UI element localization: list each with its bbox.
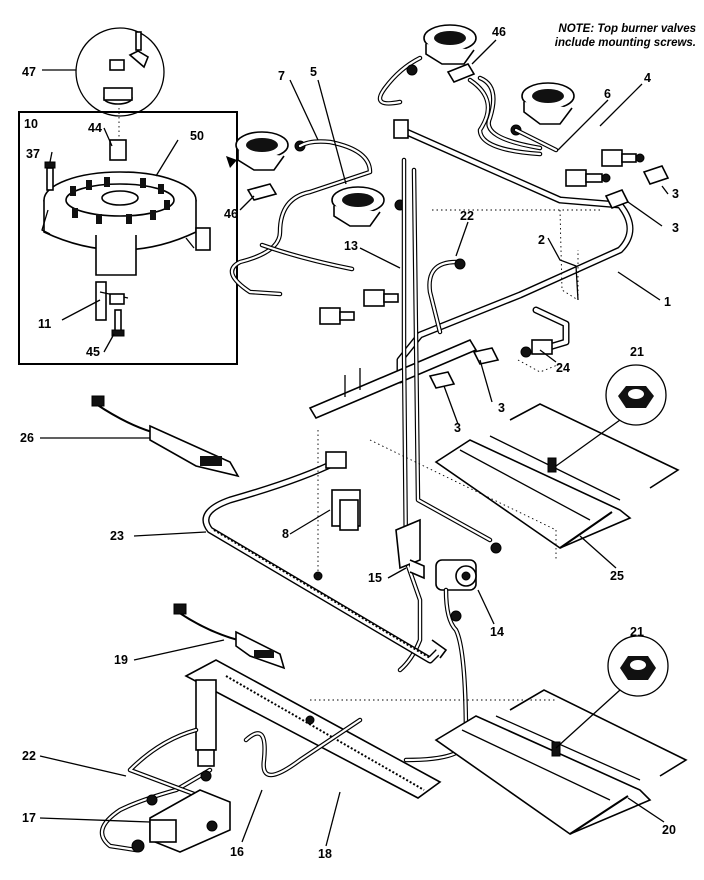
- callout-18: 18: [318, 847, 332, 861]
- top-burner-rear-right: [510, 82, 575, 136]
- callout-47: 47: [22, 65, 36, 79]
- manifold-pipe: [393, 119, 634, 384]
- callout-4: 4: [644, 71, 651, 85]
- callout-20: 20: [662, 823, 676, 837]
- igniter-26-part: [91, 395, 240, 478]
- note-line-2: include mounting screws.: [554, 37, 696, 49]
- screw-45-part: [111, 309, 125, 337]
- callout-2: 2: [538, 233, 545, 247]
- callout-1: 1: [664, 295, 671, 309]
- callout-24: 24: [556, 361, 570, 375]
- callout-8: 8: [282, 527, 289, 541]
- inset-detail: [18, 27, 238, 365]
- callout-45: 45: [86, 345, 100, 359]
- callout-25: 25: [610, 569, 624, 583]
- pipe-22-upper: [427, 258, 466, 335]
- callout-15: 15: [368, 571, 382, 585]
- burner-base-part: [41, 139, 211, 276]
- igniter-19-part: [173, 603, 286, 670]
- burner-brackets: [246, 63, 476, 201]
- top-burner-left: [235, 131, 306, 171]
- inset-frame: [18, 111, 238, 365]
- callout-3-a: 3: [672, 187, 679, 201]
- inset-circle-detail: [75, 27, 165, 117]
- callout-22-lower: 22: [22, 749, 36, 763]
- pipe-22-lower: [99, 727, 213, 853]
- callout-10: 10: [24, 117, 38, 131]
- callout-50: 50: [190, 129, 204, 143]
- burner-supply-tubes: [229, 75, 559, 297]
- callout-21-upper: 21: [630, 345, 644, 359]
- callout-26: 26: [20, 431, 34, 445]
- oven-valve-14: [403, 542, 502, 763]
- bracket-8-part: [331, 489, 361, 531]
- top-burner-rear-left: [377, 24, 477, 106]
- valve-b: [601, 149, 645, 167]
- pipe-16: [243, 717, 363, 778]
- valve-a: [565, 169, 611, 187]
- orifice-holder-part: [103, 31, 149, 105]
- broil-spud: [195, 679, 217, 767]
- callout-5: 5: [310, 65, 317, 79]
- screw-37-part: [44, 161, 56, 191]
- callouts: 47 10 44 50 37 11 45 7 5 46 46 6 4 3 3 3…: [20, 25, 679, 861]
- top-burner-center: [331, 186, 406, 227]
- callout-14: 14: [490, 625, 504, 639]
- nut-21-lower: [555, 635, 669, 749]
- callout-11: 11: [38, 317, 51, 331]
- callout-23: 23: [110, 529, 124, 543]
- callout-16: 16: [230, 845, 244, 859]
- callout-21-lower: 21: [630, 625, 644, 639]
- callout-46-top: 46: [492, 25, 506, 39]
- valve-c: [363, 289, 399, 307]
- callout-46-left: 46: [224, 207, 238, 221]
- nut-21-upper: [555, 364, 667, 467]
- callout-6: 6: [604, 87, 611, 101]
- note-text: NOTE: Top burner valves include mounting…: [512, 22, 696, 50]
- callout-7: 7: [278, 69, 285, 83]
- callout-37: 37: [26, 147, 40, 161]
- callout-22-upper: 22: [460, 209, 474, 223]
- heat-shield-25: [434, 403, 680, 549]
- callout-13: 13: [344, 239, 358, 253]
- valves: [319, 149, 670, 389]
- callout-19: 19: [114, 653, 128, 667]
- broil-burner-18: [184, 659, 442, 799]
- heat-shield-20: [434, 689, 688, 835]
- broil-valve-17: [131, 770, 231, 853]
- valve-d: [319, 307, 355, 325]
- reference-lines: [310, 209, 600, 701]
- regulator-24: [520, 306, 570, 358]
- callout-leaders: [39, 39, 669, 847]
- callout-3-d: 3: [454, 421, 461, 435]
- oven-burner-23: [202, 451, 448, 664]
- igniter-11-part: [95, 281, 129, 321]
- callout-3-b: 3: [672, 221, 679, 235]
- callout-3-c: 3: [498, 401, 505, 415]
- bracket-15-part: [395, 518, 425, 580]
- callout-44: 44: [88, 121, 102, 135]
- note-line-1: NOTE: Top burner valves: [558, 23, 696, 35]
- callout-17: 17: [22, 811, 36, 825]
